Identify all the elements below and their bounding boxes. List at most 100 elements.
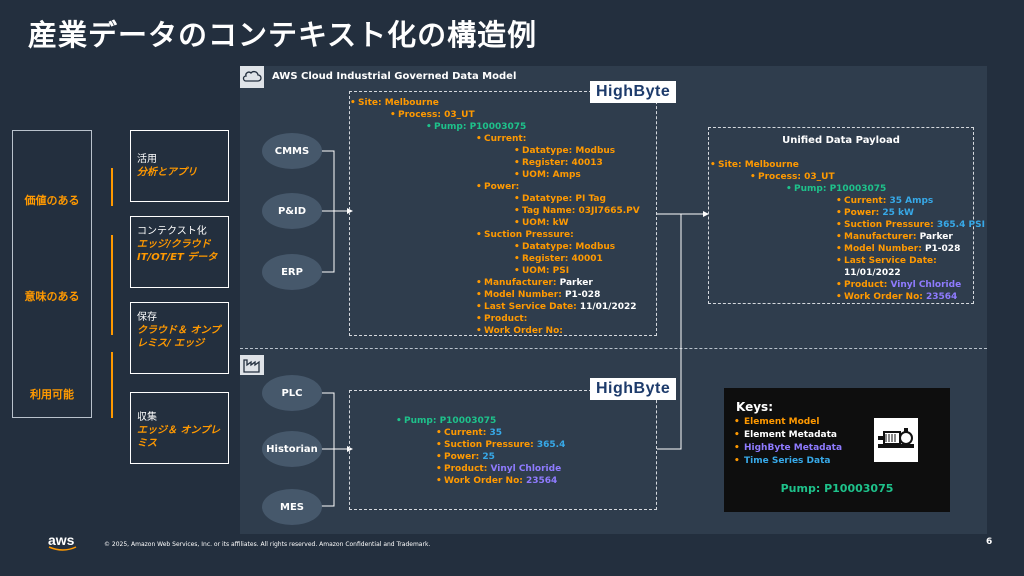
keys-title: Keys: [736, 400, 773, 414]
orange-bar-3 [111, 352, 113, 418]
stack-utilize: 活用 分析とアプリ [130, 130, 229, 202]
copyright-footer: © 2025, Amazon Web Services, Inc. or its… [104, 541, 431, 548]
stack-title: 活用 [137, 154, 157, 165]
keys-pump-label: Pump: P10003075 [780, 482, 894, 495]
tree-value: Modbus [572, 146, 616, 156]
tree-row: Suction Pressure: [476, 229, 640, 241]
tree-row: Pump: P10003075 [426, 121, 640, 133]
stack-contextualize: コンテクスト化 エッジ/クラウド IT/OT/ET データ [130, 216, 229, 288]
cloud-icon [240, 66, 264, 88]
tree-row: Product: Vinyl Chloride [836, 279, 985, 291]
tree-value: 03_UT [440, 110, 475, 120]
tree-label: UOM: [522, 218, 550, 228]
tree-row: Product: Vinyl Chloride [436, 463, 565, 475]
tree-label: Process: [758, 172, 801, 182]
bottom-tree: Pump: P10003075Current: 35Suction Pressu… [378, 415, 565, 487]
tree-label: UOM: [522, 266, 550, 276]
panel-title: AWS Cloud Industrial Governed Data Model [272, 71, 517, 82]
tree-row: Site: Melbourne [350, 97, 640, 109]
value-hierarchy-box [12, 130, 92, 418]
tree-value: Melbourne [741, 160, 799, 170]
tree-label: Process: [398, 110, 441, 120]
tree-label: Product: [444, 464, 488, 474]
stack-sub: エッジ＆ オンプレミス [137, 425, 221, 449]
logo-part: High [596, 83, 634, 100]
stack-sub: クラウド＆ オンプレミス/ エッジ [137, 325, 221, 349]
tree-value: 35 [486, 428, 502, 438]
tree-row: Current: [476, 133, 640, 145]
key-label: HighByte Metadata [744, 443, 843, 453]
page-title: 産業データのコンテキスト化の構造例 [28, 18, 538, 52]
tree-label: Last Service Date: [844, 256, 937, 266]
tree-row: 11/01/2022 [844, 267, 985, 279]
tree-label: Pump: [434, 122, 467, 132]
bullet-icon: • [734, 443, 740, 453]
tree-label: Site: [358, 98, 382, 108]
stack-collect: 収集 エッジ＆ オンプレミス [130, 392, 229, 464]
tree-value: 11/01/2022 [576, 302, 637, 312]
source-mes: MES [262, 489, 322, 525]
tree-value: 25 kW [879, 208, 914, 218]
tree-value: P10003075 [826, 184, 887, 194]
tree-row: Process: 03_UT [390, 109, 640, 121]
bullet-icon: • [734, 430, 740, 440]
key-item: •Element Metadata [734, 429, 842, 442]
tree-label: Datatype: [522, 146, 573, 156]
tree-label: Power: [844, 208, 880, 218]
bottom-tree-box [349, 390, 657, 510]
key-item: • HighByte Metadata [734, 442, 843, 455]
model-tree: Site: MelbourneProcess: 03_UTPump: P1000… [350, 97, 640, 337]
stack-title: 保存 [137, 312, 157, 323]
tree-row: UOM: Amps [514, 169, 640, 181]
tree-label: Work Order No: [484, 326, 563, 336]
keys-box: Keys: •Element Model•Element Metadata•Hi… [724, 388, 950, 512]
key-item: •Time Series Data [734, 455, 842, 468]
tree-label: Model Number: [484, 290, 562, 300]
tree-row: Suction Pressure: 365.4 [436, 439, 565, 451]
label-usable: 利用可能 [30, 388, 74, 401]
tree-label: Work Order No: [444, 476, 523, 486]
panel-divider [240, 348, 987, 349]
keys-list: •Element Model•Element Metadata•HighByte… [734, 416, 843, 468]
tree-label: Pump: [794, 184, 827, 194]
tree-value: Vinyl Chloride [887, 280, 962, 290]
stack-store: 保存 クラウド＆ オンプレミス/ エッジ [130, 302, 229, 374]
tree-value: P10003075 [466, 122, 527, 132]
tree-label: Suction Pressure: [484, 230, 574, 240]
tree-label: Product: [484, 314, 528, 324]
factory-icon [240, 355, 264, 375]
tree-value: Amps [549, 170, 581, 180]
udp-title: Unified Data Payload [782, 135, 900, 146]
source-plc: PLC [262, 375, 322, 411]
tree-value: 03_UT [800, 172, 835, 182]
tree-label: Tag Name: [522, 206, 576, 216]
tree-row: Process: 03_UT [750, 171, 985, 183]
tree-value: Melbourne [381, 98, 439, 108]
tree-row: Datatype: Modbus [514, 241, 640, 253]
tree-row: Model Number: P1-028 [836, 243, 985, 255]
tree-label: Suction Pressure: [844, 220, 934, 230]
bullet-icon: • [734, 417, 740, 427]
tree-label: Manufacturer: [484, 278, 557, 288]
udp-tree: Site: MelbourneProcess: 03_UTPump: P1000… [710, 159, 985, 303]
tree-value: PSI [549, 266, 570, 276]
tree-label: Power: [444, 452, 480, 462]
tree-label: Datatype: [522, 242, 573, 252]
tree-label: Model Number: [844, 244, 922, 254]
tree-value: 40013 [568, 158, 603, 168]
tree-label: Manufacturer: [844, 232, 917, 242]
tree-value: 23564 [922, 292, 958, 302]
tree-row: Product: [476, 313, 640, 325]
tree-row: Site: Melbourne [710, 159, 985, 171]
tree-label: Current: [484, 134, 527, 144]
tree-value: Parker [916, 232, 953, 242]
tree-row: Work Order No: [476, 325, 640, 337]
pump-icon [874, 418, 918, 462]
tree-value: Parker [556, 278, 593, 288]
tree-label: Suction Pressure: [444, 440, 534, 450]
tree-row: Register: 40001 [514, 253, 640, 265]
tree-row: Suction Pressure: 365.4 PSI [836, 219, 985, 231]
tree-label: UOM: [522, 170, 550, 180]
label-meaningful: 意味のある [24, 290, 80, 303]
